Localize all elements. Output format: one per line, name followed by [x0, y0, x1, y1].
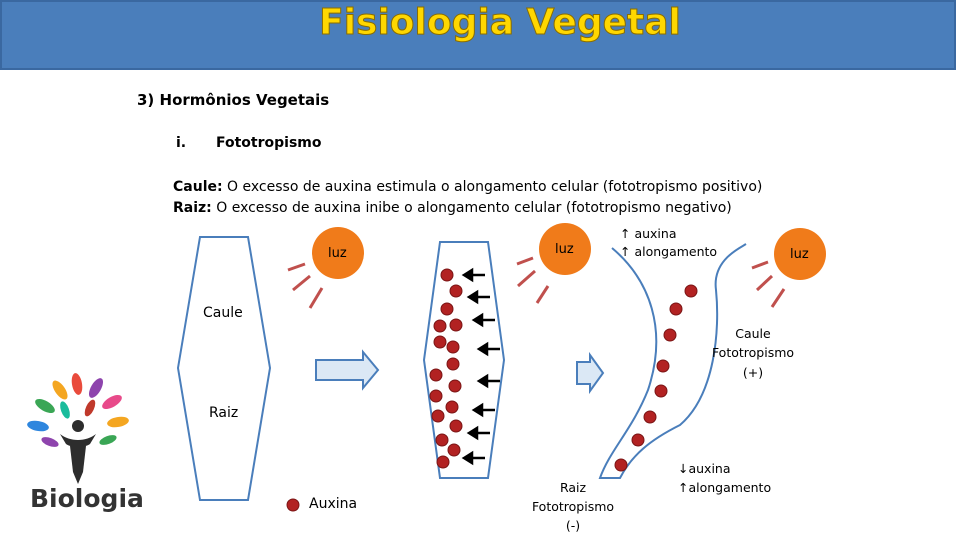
plant-outline-auxin: [422, 241, 506, 479]
luz-label-1: luz: [328, 246, 347, 261]
root-result-effect: Fototropismo: [531, 499, 615, 514]
stem-result-effect: Fototropismo: [711, 345, 795, 360]
auxin-dot: [669, 302, 683, 316]
item-title: Fototropismo: [216, 135, 322, 151]
auxin-legend-label: Auxina: [309, 496, 358, 512]
auxin-dot: [436, 455, 450, 469]
auxin-dot: [643, 410, 657, 424]
plant-outline-initial: [176, 236, 272, 501]
top-effect-alongamento: ↑ alongamento: [620, 244, 718, 259]
root-result-organ: Raiz: [559, 480, 587, 495]
auxin-dot: [433, 335, 447, 349]
auxin-dot: [445, 400, 459, 414]
arrowhead: [466, 289, 479, 305]
header-bar: [0, 0, 956, 70]
auxin-dot: [656, 359, 670, 373]
transition-arrow-2: [576, 351, 605, 395]
root-result-sign: (-): [565, 518, 581, 533]
arrowhead: [471, 402, 484, 418]
auxin-dot: [449, 318, 463, 332]
light-ray: [517, 269, 536, 288]
light-ray: [751, 260, 769, 270]
page-title: Fisiologia Vegetal: [319, 2, 682, 44]
bottom-effect-alongamento: ↑alongamento: [678, 480, 772, 495]
auxin-dot: [654, 384, 668, 398]
sun-2: [539, 223, 591, 275]
auxin-dot: [631, 433, 645, 447]
auxin-dot: [684, 284, 698, 298]
light-ray: [287, 262, 306, 272]
raiz-description: Raiz: O excesso de auxina inibe o alonga…: [173, 200, 732, 216]
arrowhead: [476, 341, 489, 357]
light-ray: [755, 274, 774, 292]
auxin-dot: [447, 443, 461, 457]
raiz-text: O excesso de auxina inibe o alongamento …: [211, 200, 732, 216]
auxin-dot: [446, 357, 460, 371]
auxin-dot: [433, 319, 447, 333]
light-ray: [516, 256, 534, 266]
arrow-group-plant2: [461, 267, 500, 466]
caule-label: Caule: [203, 305, 243, 321]
auxin-dot: [446, 340, 460, 354]
arrowhead: [471, 312, 484, 328]
auxin-group-plant2: [429, 268, 463, 469]
auxin-dot: [431, 409, 445, 423]
auxin-dot: [663, 328, 677, 342]
sun-3: [774, 228, 826, 280]
arrowhead: [466, 425, 479, 441]
raiz-label: Raiz:: [173, 200, 212, 216]
biologia-logo: [27, 373, 129, 484]
auxin-dot: [429, 389, 443, 403]
sun-1: [312, 227, 364, 279]
auxin-dot: [449, 284, 463, 298]
light-ray: [292, 274, 311, 292]
auxin-dot: [440, 268, 454, 282]
caule-description: Caule: O excesso de auxina estimula o al…: [173, 179, 762, 195]
bottom-effect-auxina: ↓auxina: [678, 461, 731, 476]
logo-leaves: [27, 373, 129, 447]
section-title: 3) Hormônios Vegetais: [137, 91, 330, 109]
logo-text: Biologia: [30, 484, 144, 513]
auxin-dot: [449, 419, 463, 433]
light-ray: [770, 288, 786, 308]
item-number: i.: [176, 135, 187, 151]
auxin-legend-dot: [286, 498, 300, 512]
stem-result-organ: Caule: [735, 326, 771, 341]
top-effect-auxina: ↑ auxina: [620, 226, 677, 241]
caule-label: Caule:: [173, 179, 223, 195]
luz-label-3: luz: [790, 247, 809, 262]
auxin-dot: [614, 458, 628, 472]
auxin-dot: [440, 302, 454, 316]
auxin-dot: [448, 379, 462, 393]
logo-figure: [60, 420, 96, 484]
luz-label-2: luz: [555, 242, 574, 257]
raiz-label: Raiz: [209, 405, 239, 421]
arrowhead: [461, 450, 474, 466]
stem-result-sign: (+): [742, 365, 764, 380]
auxin-dot: [435, 433, 449, 447]
transition-arrow-1: [315, 349, 380, 391]
light-ray: [535, 285, 550, 304]
arrowhead: [461, 267, 474, 283]
auxin-group-bent: [614, 284, 698, 472]
plant-outline-bent: [598, 243, 747, 479]
light-ray: [308, 287, 324, 309]
auxin-dot: [429, 368, 443, 382]
caule-text: O excesso de auxina estimula o alongamen…: [222, 179, 763, 195]
arrowhead: [476, 373, 489, 389]
